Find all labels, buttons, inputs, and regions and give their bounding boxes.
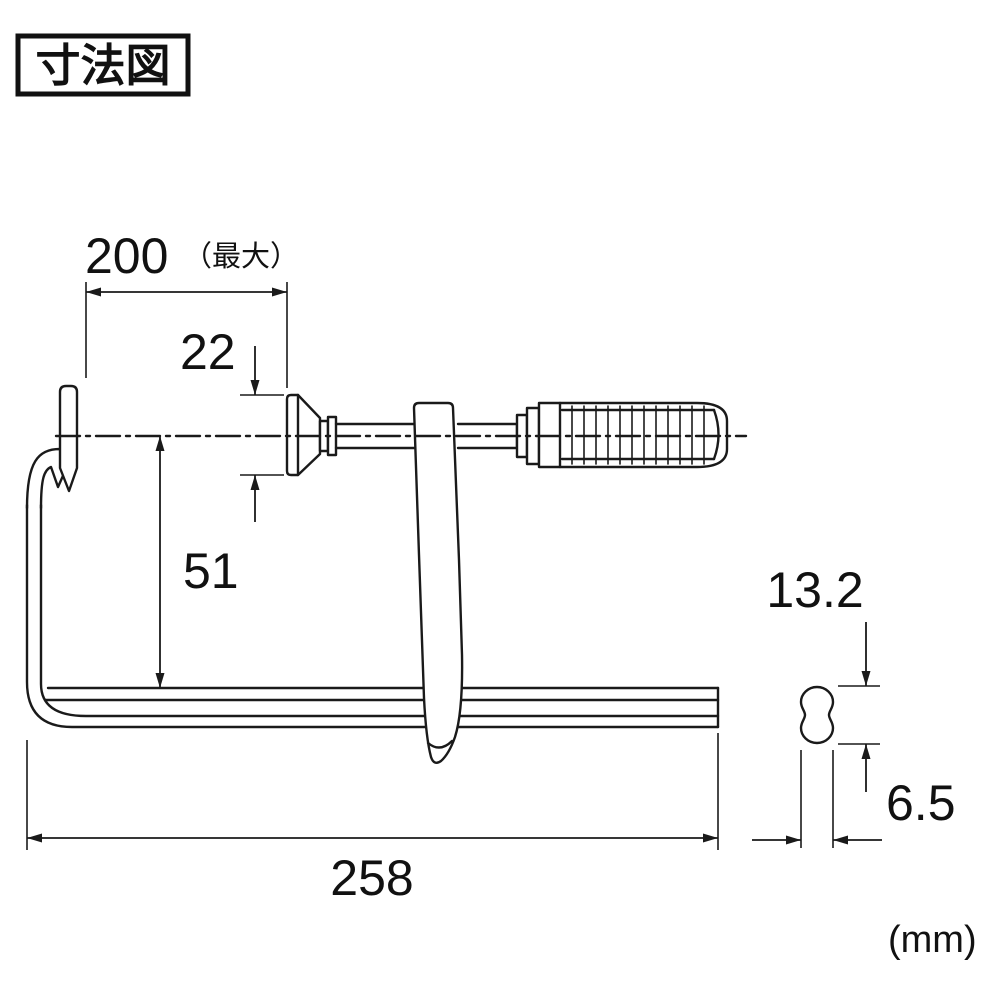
dimension-throat-depth: 51 xyxy=(155,436,239,688)
arrow-right-icon xyxy=(786,835,801,845)
arrow-left-icon xyxy=(86,287,101,297)
arrow-up-icon xyxy=(155,436,165,451)
dim-value-section-width: 6.5 xyxy=(886,775,956,831)
dim-value-pad-height: 22 xyxy=(180,324,236,380)
fixed-jaw-plate xyxy=(58,384,79,493)
dim-value-overall-length: 258 xyxy=(330,850,413,906)
sliding-arm-foot-line xyxy=(426,739,454,749)
sliding-arm xyxy=(412,401,464,764)
unit-label: (mm) xyxy=(888,919,977,961)
arrow-right-icon xyxy=(272,287,287,297)
clamp-frame xyxy=(25,384,720,729)
dimension-pad-height: 22 xyxy=(180,324,284,522)
dimension-max-opening: 200 （最大） xyxy=(85,228,299,388)
arrow-down-icon xyxy=(861,671,871,686)
dimensions: 200 （最大） 22 51 258 xyxy=(26,228,977,961)
dim-value-max-opening: 200 xyxy=(85,228,168,284)
dimension-overall-length: 258 xyxy=(26,733,719,906)
dim-note-max: （最大） xyxy=(183,240,299,273)
handle-end-arc xyxy=(712,408,720,461)
arrow-up-icon xyxy=(250,475,260,490)
sliding-arm-body xyxy=(412,401,464,764)
arrow-down-icon xyxy=(155,673,165,688)
rail-cross-section xyxy=(799,685,835,745)
dim-value-section-height: 13.2 xyxy=(766,562,863,618)
arrow-up-icon xyxy=(861,744,871,759)
frame-outer-edge xyxy=(25,503,720,729)
arrow-right-icon xyxy=(703,833,718,843)
dimension-section-width: 6.5 xyxy=(752,750,956,848)
clamp-drawing xyxy=(25,384,748,764)
arrow-left-icon xyxy=(833,835,848,845)
dimension-section-height: 13.2 xyxy=(766,562,880,792)
rail-section-outline xyxy=(799,685,835,745)
arrow-left-icon xyxy=(27,833,42,843)
title-box: 寸法図 xyxy=(15,33,191,97)
page-title: 寸法図 xyxy=(35,40,170,91)
arrow-down-icon xyxy=(250,380,260,395)
title-border xyxy=(15,33,191,97)
dim-value-throat-depth: 51 xyxy=(183,543,239,599)
frame-inner-edge xyxy=(39,503,720,718)
